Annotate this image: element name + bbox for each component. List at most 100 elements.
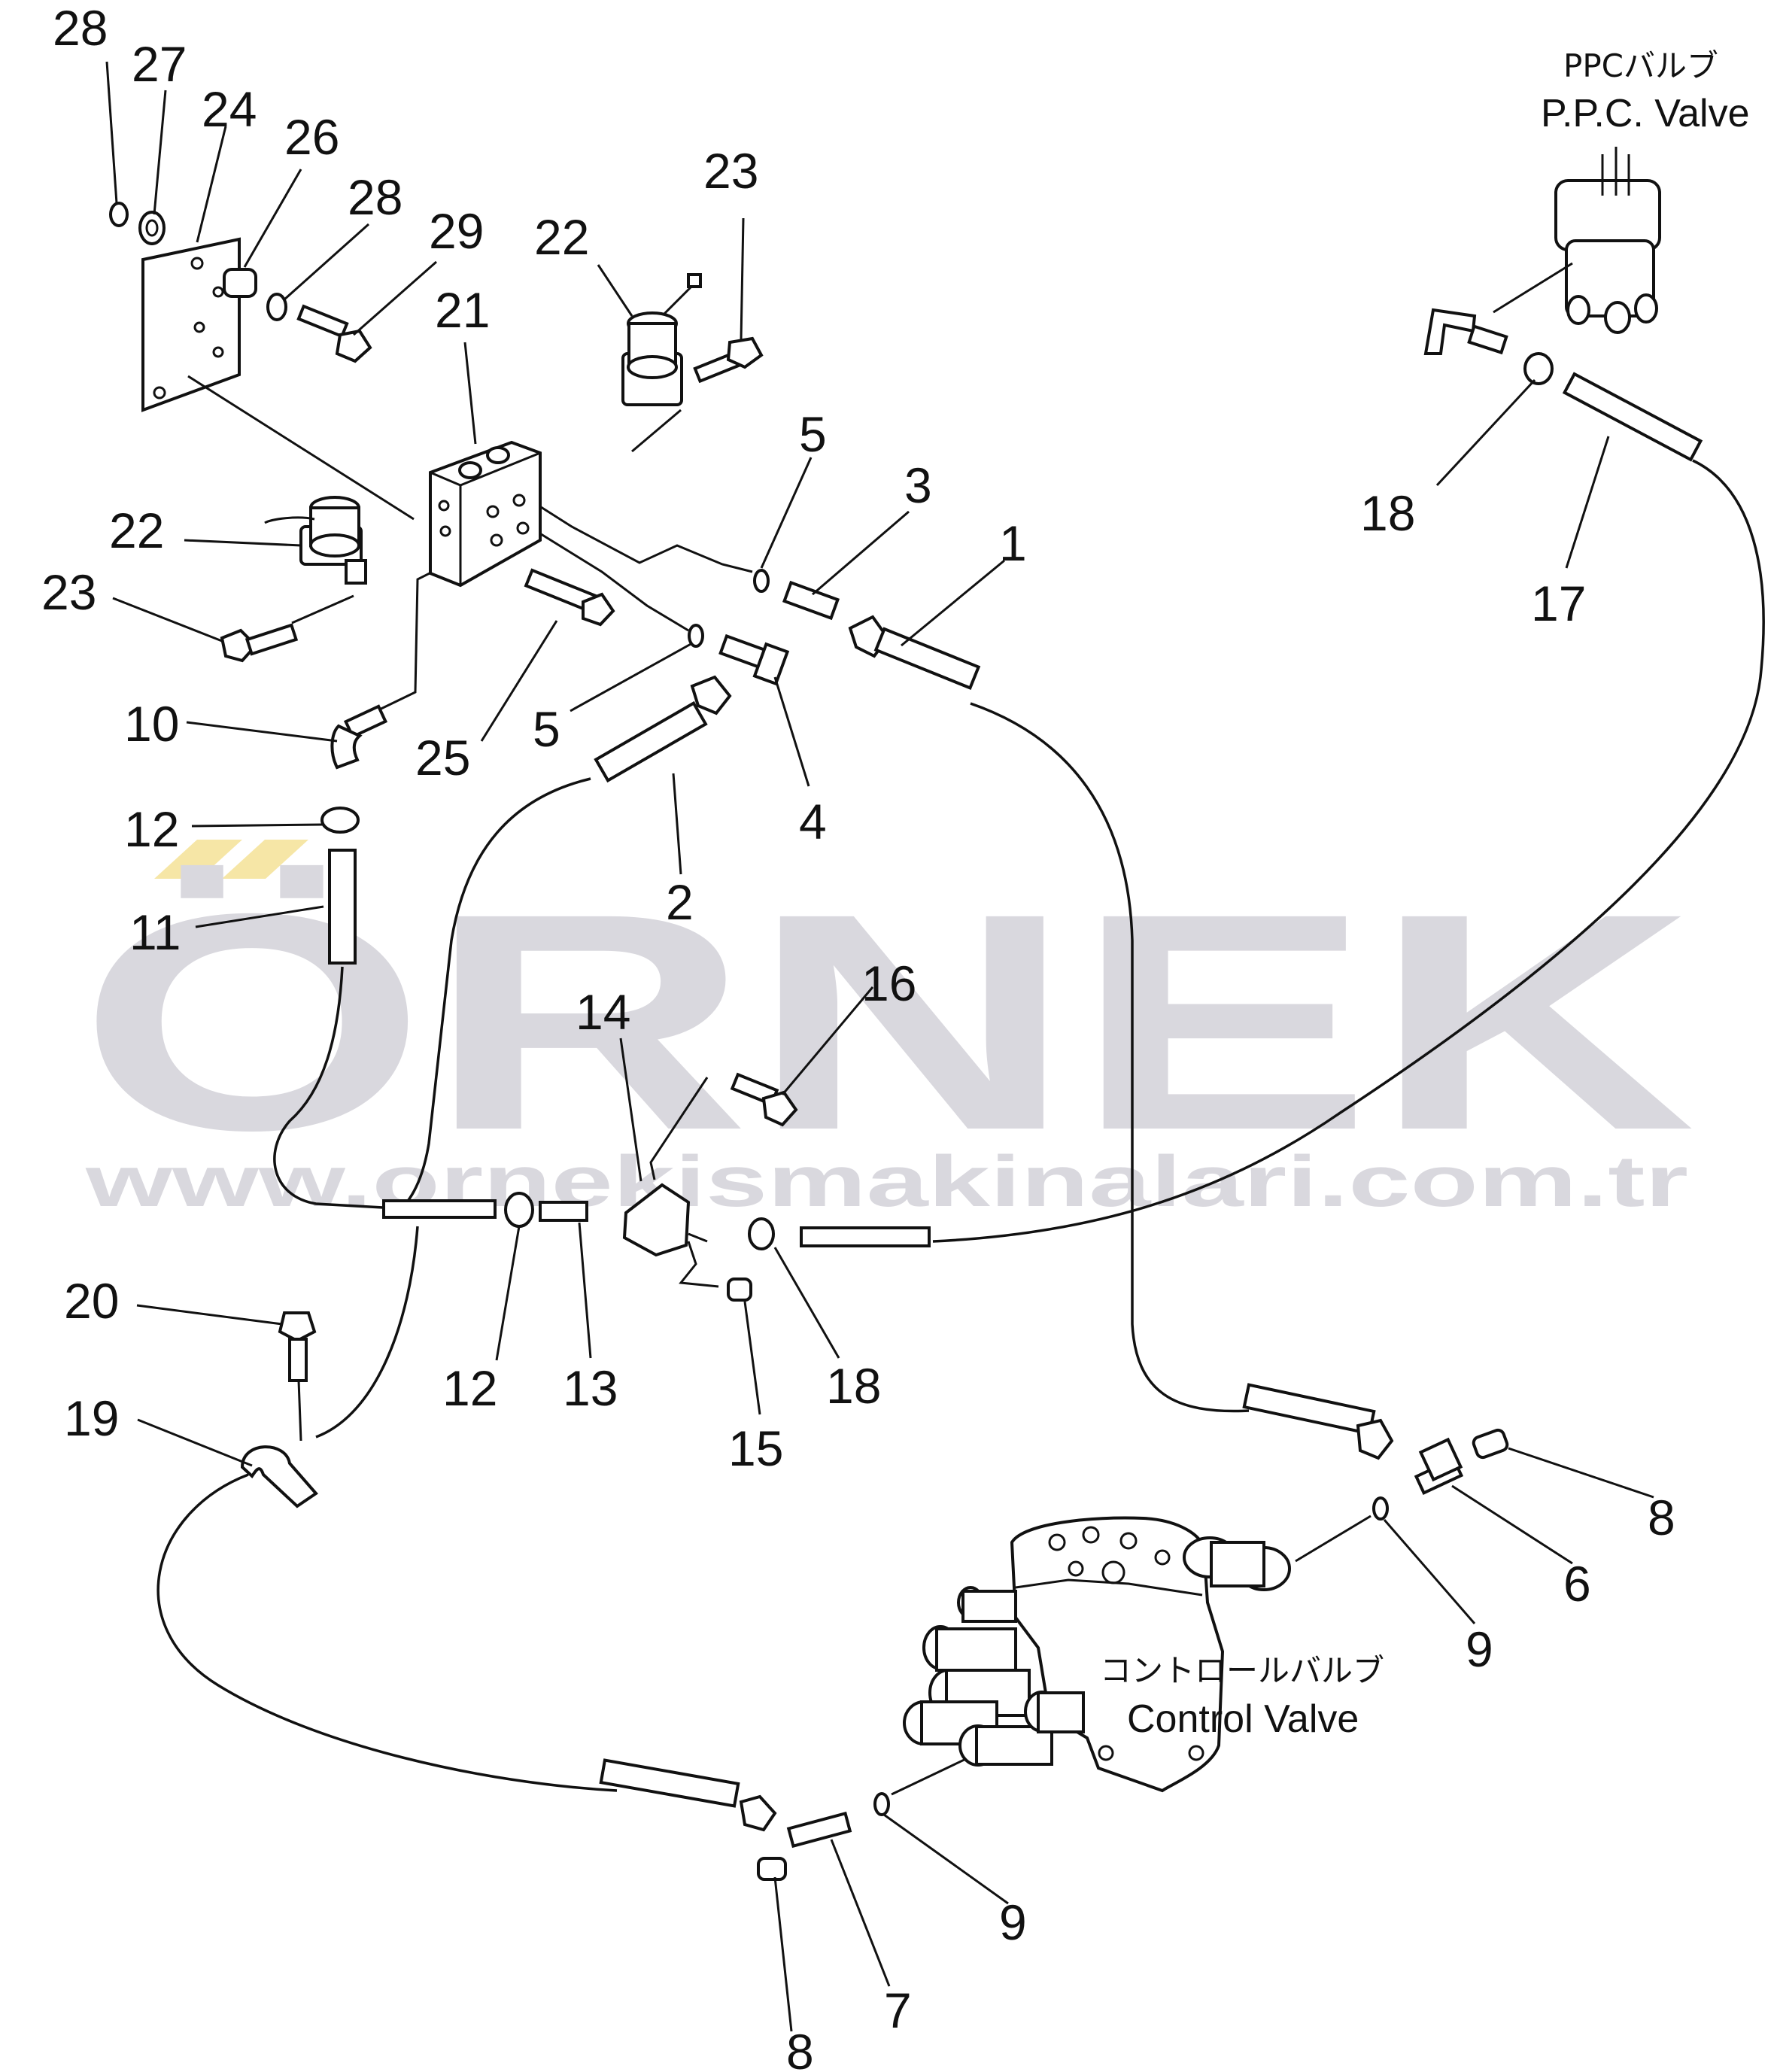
hose-segment-right [800, 1226, 931, 1247]
plate-hole-1 [190, 257, 204, 270]
watermark-accent-left [154, 840, 242, 879]
bolt-part-23-upper [693, 336, 764, 384]
callout-29: 29 [429, 203, 484, 259]
hose-route-19 [315, 1226, 419, 1439]
control-valve [903, 1516, 1291, 1793]
callout-numbers: 28 27 24 26 28 29 21 22 23 22 23 5 3 1 5… [41, 0, 1675, 2072]
pipe-block-to-tee [524, 495, 753, 573]
callout-16: 16 [861, 955, 916, 1011]
o-ring-part-9-lower [873, 1792, 890, 1816]
bolt-part-16 [730, 1072, 798, 1127]
callout-19: 19 [64, 1390, 119, 1446]
callout-25: 25 [415, 730, 470, 785]
callout-4: 4 [799, 794, 827, 849]
pipe-block-to-fitting [522, 521, 689, 632]
callout-22-upper: 22 [534, 209, 589, 265]
plate-to-block-line [187, 375, 415, 521]
elbow-part-4 [718, 633, 790, 686]
callout-8-upper: 8 [1648, 1490, 1675, 1545]
elbow-part-6 [1414, 1437, 1464, 1495]
hose-segment-left [382, 1199, 497, 1219]
washer-part-28-mid [266, 293, 287, 321]
callout-28-top: 28 [53, 0, 108, 56]
callout-17: 17 [1531, 576, 1586, 631]
callout-23-lower: 23 [41, 564, 96, 620]
control-valve-label-en: Control Valve [1127, 1697, 1359, 1741]
hose-clamp-part-18-lower [748, 1217, 775, 1250]
watermark-url: www.ornekismakinalari.com.tr [84, 1141, 1688, 1222]
pipe-block-to-elbow10 [368, 570, 433, 716]
callout-5-upper: 5 [799, 406, 827, 462]
callout-13: 13 [563, 1360, 618, 1416]
leader-lines [105, 61, 1654, 2032]
connector-part-13 [539, 1201, 588, 1222]
callout-27: 27 [132, 36, 187, 92]
connector-part-3 [782, 580, 840, 621]
callout-14: 14 [576, 984, 630, 1040]
parts [109, 147, 1703, 1881]
component-labels: PPCバルブ P.P.C. Valve コントロールバルブ Control Va… [1100, 47, 1750, 1741]
hose-fitting-lower [599, 1758, 777, 1832]
watermark-accent-right [222, 840, 308, 879]
washer-part-27-inner [145, 219, 159, 237]
bracket-link-line [679, 1241, 719, 1288]
hose-fitting-part-2 [594, 675, 732, 783]
callout-12-lower: 12 [442, 1360, 497, 1416]
elbow-part-10 [330, 704, 388, 770]
ppc-elbow-fitting [1423, 308, 1508, 355]
callout-28-mid: 28 [348, 169, 402, 225]
ppc-valve-label-jp: PPCバルブ [1563, 47, 1718, 84]
hose-route-lower [156, 1473, 618, 1792]
elbow-part-7 [786, 1811, 852, 1849]
callout-18-lower: 18 [826, 1358, 881, 1414]
hose-routes [156, 459, 1765, 1792]
callout-20: 20 [64, 1273, 119, 1329]
callout-22-lower: 22 [109, 503, 164, 558]
callout-12-upper: 12 [124, 801, 179, 857]
control-valve-label-jp: コントロールバルブ [1100, 1652, 1384, 1689]
callout-7: 7 [884, 1982, 912, 2038]
ppc-valve [1493, 147, 1661, 334]
callout-23-upper: 23 [703, 143, 758, 199]
o-ring-part-9-upper [1372, 1496, 1389, 1521]
callout-6: 6 [1563, 1556, 1591, 1612]
watermark: ÖRNEK www.ornekismakinalari.com.tr [78, 840, 1696, 1222]
ppc-valve-label-en: P.P.C. Valve [1541, 92, 1750, 135]
hose-clamp-part-12-upper [320, 807, 360, 834]
plug-part-8-upper [1472, 1428, 1509, 1460]
callout-21: 21 [435, 282, 490, 338]
bolt-part-29 [296, 304, 372, 363]
hose-route-17 [932, 459, 1765, 1243]
mounting-plate-part-24 [141, 237, 241, 412]
plate-hole-4 [212, 346, 224, 358]
hose-part-17 [1562, 372, 1703, 462]
bolt-part-23-lower [220, 594, 354, 663]
hose-route-1 [970, 702, 1250, 1413]
callout-10: 10 [124, 696, 179, 752]
hose-clamp-part-18-upper [1523, 352, 1554, 385]
solenoid-valve-part-22-lower [264, 496, 367, 585]
clamp-part-19 [240, 1445, 318, 1508]
oring-to-valve-line [891, 1755, 971, 1796]
bracket-part-14 [622, 1077, 709, 1257]
hose-route-11 [273, 966, 384, 1209]
washer-part-28-top [109, 202, 129, 227]
bolt-part-20 [278, 1311, 317, 1442]
hose-fitting-right [1242, 1383, 1394, 1460]
plug-part-8-lower [757, 1857, 787, 1881]
hose-fitting-part-1 [848, 615, 981, 690]
plate-hole-3 [193, 321, 205, 333]
o-ring-part-5-lower [688, 624, 704, 648]
oring-to-valve-line-upper [1295, 1515, 1372, 1563]
callout-3: 3 [904, 457, 932, 513]
plate-hole-2 [212, 286, 224, 298]
plug-part-15 [727, 1278, 752, 1302]
callout-24: 24 [202, 81, 257, 137]
callout-9-upper: 9 [1466, 1621, 1493, 1677]
callout-26: 26 [284, 109, 339, 165]
valve-block-part-21 [429, 440, 542, 588]
hose-route-2 [397, 777, 591, 1213]
o-ring-part-5-upper [753, 569, 770, 593]
washer-part-27 [138, 211, 166, 245]
